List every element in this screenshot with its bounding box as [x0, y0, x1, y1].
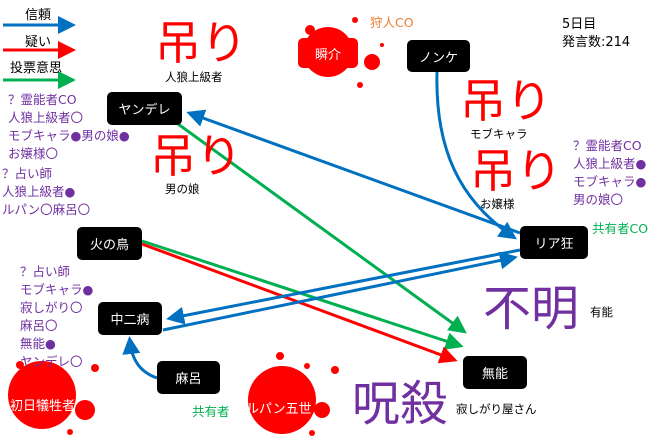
result-line: 無能●	[20, 336, 56, 351]
result-line: お嬢様〇	[8, 146, 59, 161]
node-first-victim[interactable]: 初日犠牲者	[10, 399, 76, 414]
node-maro[interactable]: 麻呂	[157, 361, 220, 394]
node-riakyo[interactable]: リア狂	[520, 226, 588, 259]
hang-mark-1: 吊り	[155, 16, 247, 70]
arrow-riakyo-to-yandere	[186, 109, 521, 235]
blood-splatter-icon	[8, 361, 99, 435]
hang-mark-1-sub: 人狼上級者	[165, 70, 223, 84]
result-line: 寂しがり〇	[20, 300, 83, 315]
result-line: モブキャラ●男の娘●	[8, 128, 130, 143]
node-hinotori[interactable]: 火の鳥	[77, 227, 142, 260]
blood-splatter-icon	[248, 352, 339, 436]
node-nonke[interactable]: ノンケ	[407, 40, 470, 72]
result-line: ルパン〇麻呂〇	[2, 202, 91, 217]
node-label: ノンケ	[418, 50, 458, 66]
result-line: ヤンデレ〇	[20, 354, 83, 369]
result-line: ？霊能者CO	[8, 92, 77, 107]
arrow-riakyo-to-chuni	[166, 248, 521, 325]
hang-mark-2-sub: 男の娘	[165, 182, 200, 196]
cursed-mark-sub: 寂しがり屋さん	[456, 402, 537, 416]
arrow-maro-to-chuni	[122, 336, 158, 380]
day-label: 5日目	[562, 17, 597, 32]
result-line: 人狼上級者●	[2, 184, 76, 199]
result-line: 人狼上級者●	[573, 156, 647, 171]
hang-mark-4-sub: お嬢様	[480, 197, 515, 211]
cursed-mark: 呪殺	[352, 376, 449, 432]
hang-mark-2: 吊り	[150, 129, 242, 183]
arrow-yandere-to-muno	[177, 122, 467, 334]
result-line: 麻呂〇	[20, 318, 58, 333]
result-line: ？霊能者CO	[573, 138, 642, 153]
hang-mark-4: 吊り	[470, 144, 562, 198]
node-shunsuke-label: 瞬介	[314, 47, 341, 63]
node-label: 火の鳥	[89, 238, 129, 253]
sharer-tag: 共有者	[192, 404, 230, 419]
node-label: 中二病	[110, 313, 150, 328]
node-muno[interactable]: 無能	[463, 356, 527, 389]
results-riakyo: ？霊能者CO 人狼上級者● モブキャラ● 男の娘〇	[573, 137, 646, 209]
results-chuni: ？占い師 モブキャラ● 寂しがり〇 麻呂〇 無能● ヤンデレ〇	[20, 263, 93, 371]
result-line: モブキャラ●	[20, 282, 94, 297]
hunter-co-tag: 狩人CO	[370, 15, 414, 30]
arrow-chuni-to-riakyo	[162, 251, 518, 332]
legend-vote-label: 投票意思	[10, 61, 63, 76]
result-line: 人狼上級者〇	[8, 110, 84, 125]
unknown-mark: 不明	[483, 281, 580, 337]
post-count: 発言数:214	[562, 35, 631, 50]
results-left: ？占い師 人狼上級者● ルパン〇麻呂〇	[2, 165, 90, 219]
node-label: 麻呂	[175, 372, 202, 387]
hang-mark-3: 吊り	[460, 74, 552, 128]
node-shunsuke[interactable]: 瞬介	[298, 38, 358, 68]
result-line: ？占い師	[2, 166, 53, 181]
legend-trust-label: 信頼	[25, 8, 52, 23]
node-yandere[interactable]: ヤンデレ	[107, 92, 182, 125]
legend-doubt-label: 疑い	[25, 35, 52, 50]
node-label: ヤンデレ	[118, 103, 171, 118]
node-chuni[interactable]: 中二病	[98, 302, 162, 335]
result-line: 男の娘〇	[573, 192, 624, 207]
result-line: ？占い師	[20, 264, 71, 279]
unknown-mark-sub: 有能	[590, 305, 613, 319]
arrow-nonke-to-riakyo	[435, 71, 517, 240]
result-line: モブキャラ●	[573, 174, 647, 189]
hang-mark-3-sub: モブキャラ	[470, 127, 528, 141]
results-yandere: ？霊能者CO 人狼上級者〇 モブキャラ●男の娘● お嬢様〇	[8, 91, 130, 163]
node-label: 無能	[481, 367, 508, 382]
node-label: リア狂	[534, 237, 574, 252]
sharer-co-tag: 共有者CO	[592, 221, 649, 236]
node-lupin[interactable]: ルパン五世	[246, 402, 312, 417]
